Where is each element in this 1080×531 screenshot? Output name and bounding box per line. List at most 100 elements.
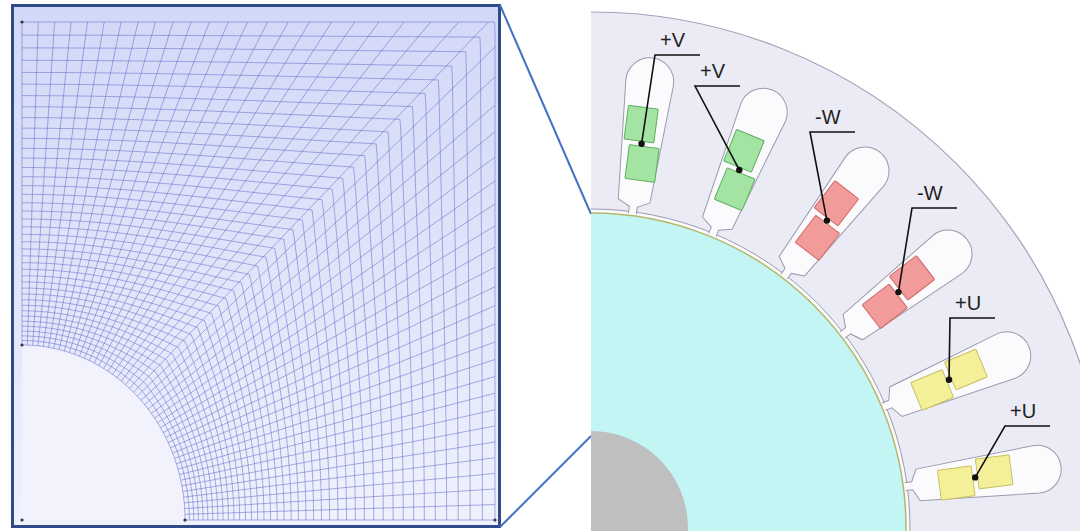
mesh-line: [99, 22, 288, 366]
stator-slot: [690, 81, 794, 244]
mesh-grid: [22, 22, 495, 520]
leader-dot: [638, 141, 644, 147]
slot-fill: [902, 442, 1064, 510]
mesh-line: [33, 22, 55, 345]
mesh-line: [79, 22, 209, 356]
mesh-line: [22, 311, 218, 520]
slot-fill: [690, 81, 794, 244]
air-gap: [591, 209, 910, 531]
leader-lines: [638, 55, 1050, 481]
mesh-line: [22, 128, 393, 520]
mesh-line: [22, 294, 234, 520]
mesh-line: [22, 35, 482, 520]
mesh-hole: [22, 345, 185, 520]
mesh-line: [22, 22, 23, 345]
mesh-panel: [13, 6, 500, 527]
mesh-line: [22, 336, 194, 520]
phase-label: -W: [815, 106, 841, 128]
mesh-line: [22, 331, 198, 520]
mesh-line: [133, 22, 488, 392]
mesh-line: [64, 22, 155, 351]
mesh-line: [22, 227, 298, 520]
stator-slot: [765, 137, 899, 291]
mesh-line: [163, 247, 495, 433]
coil-conductor: [714, 168, 755, 211]
coil-conductor: [937, 466, 975, 500]
mesh-line: [184, 458, 495, 497]
mesh-line: [22, 211, 314, 520]
mesh-line: [22, 276, 251, 520]
phase-label: +V: [700, 60, 725, 82]
coil-conductor: [625, 145, 659, 183]
mesh-line: [183, 442, 495, 492]
slot-outline: [828, 220, 982, 354]
phase-label: -W: [917, 182, 943, 204]
slot-outline: [902, 442, 1064, 510]
mesh-line: [22, 219, 306, 520]
phase-label: +U: [1010, 400, 1036, 422]
phase-label: +U: [955, 292, 981, 314]
leader-line: [949, 318, 995, 380]
coil-conductor: [862, 284, 907, 328]
mesh-line: [22, 345, 185, 520]
leader-dot: [972, 474, 978, 480]
mesh-vertex: [493, 518, 496, 521]
panel-background: [13, 6, 500, 527]
mesh-line: [22, 316, 213, 520]
stator-slot: [902, 442, 1064, 510]
slot-outline: [765, 137, 899, 291]
stator-slot: [875, 324, 1038, 428]
leader-dot: [736, 167, 742, 173]
zoom-line: [500, 436, 591, 527]
coil-conductor: [889, 256, 934, 300]
mesh-line: [22, 186, 338, 520]
leader-dot: [895, 289, 901, 295]
coil-conductor: [944, 349, 987, 390]
phase-label: +V: [660, 29, 685, 51]
rotor: [591, 213, 906, 531]
slot-outline: [690, 81, 794, 244]
coil-conductor: [624, 105, 658, 143]
mesh-line: [27, 22, 38, 345]
mesh-line: [185, 520, 495, 521]
mesh-vertex: [20, 343, 23, 346]
mesh-line: [22, 305, 223, 520]
mesh-line: [22, 148, 374, 520]
mesh-line: [182, 426, 495, 486]
mesh-line: [181, 410, 495, 481]
mesh-line: [22, 249, 277, 520]
mesh-line: [22, 48, 470, 520]
zoom-line: [500, 5, 591, 214]
mesh-line: [22, 234, 291, 520]
mesh-line: [59, 22, 138, 350]
coil-conductor: [911, 370, 954, 411]
mesh-line: [74, 22, 191, 354]
mesh-line: [22, 22, 495, 520]
leader-line: [898, 208, 957, 292]
shaft: [591, 431, 688, 531]
mesh-line: [22, 84, 435, 520]
mesh-line: [184, 473, 495, 502]
mesh-line: [22, 203, 321, 520]
mesh-line: [22, 269, 258, 520]
mesh-line: [22, 242, 284, 520]
mesh-line: [22, 96, 424, 520]
mesh-line: [22, 158, 364, 520]
mesh-vertex: [20, 518, 23, 521]
mesh-line: [170, 306, 495, 448]
mesh-vertex: [183, 518, 186, 521]
leader-line: [975, 426, 1050, 477]
motor-section: [591, 12, 1080, 531]
mesh-line: [22, 60, 458, 520]
leader-line: [642, 55, 700, 144]
mesh-line: [22, 288, 240, 520]
mesh-line: [173, 324, 495, 453]
mesh-line: [43, 22, 87, 346]
leader-line: [695, 86, 740, 170]
mesh-line: [22, 326, 203, 520]
mesh-vertex: [20, 20, 23, 23]
slot-fill: [828, 220, 982, 354]
